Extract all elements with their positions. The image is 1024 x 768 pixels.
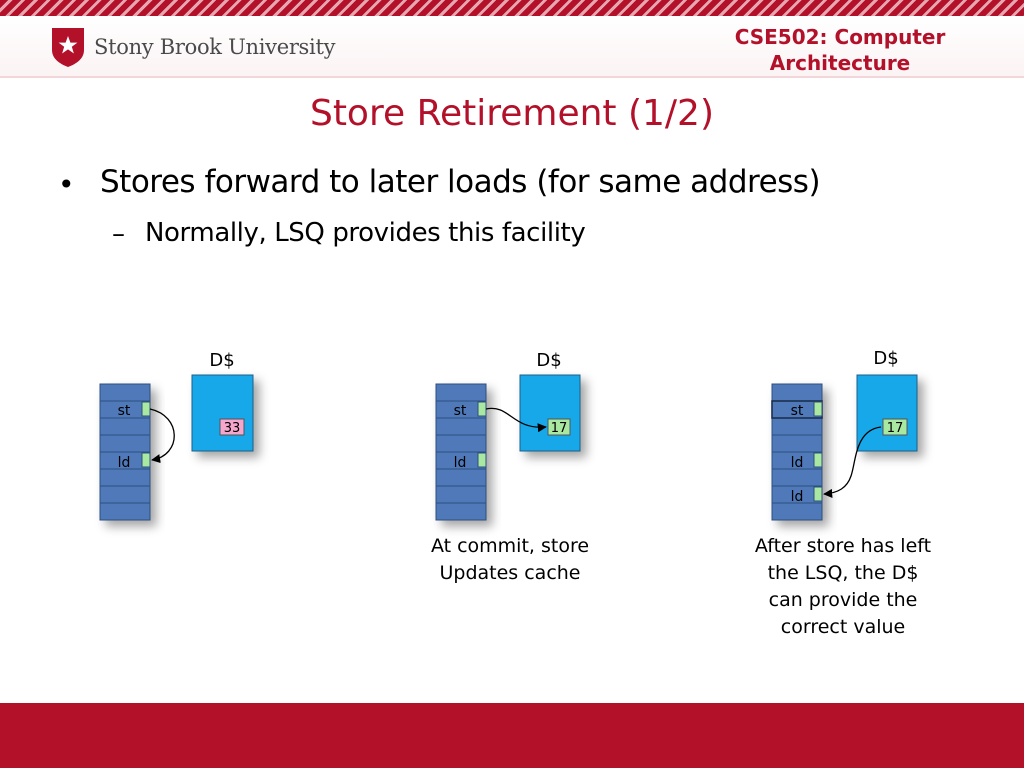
shield-star-icon — [52, 28, 84, 67]
caption-line: After store has left — [754, 535, 932, 557]
cache-label: D$ — [873, 348, 898, 369]
cache-value: 17 — [887, 421, 904, 436]
caption-line: the LSQ, the D$ — [767, 562, 919, 584]
load-label: ld — [791, 455, 804, 471]
sub-bullet-marker: – — [112, 219, 125, 249]
store-label: st — [118, 403, 131, 419]
cache-label: D$ — [536, 350, 561, 371]
caption-line: At commit, store — [430, 535, 590, 557]
cache-value: 17 — [551, 421, 568, 436]
store-value-slot — [141, 401, 151, 417]
caption-line: can provide the — [768, 589, 918, 611]
course-title: CSE502: Computer Architecture — [720, 24, 960, 76]
load-value-slot — [141, 452, 151, 468]
university-logo: Stony Brook University — [50, 26, 335, 68]
diagram-2: st ld D$ 17 — [435, 350, 581, 521]
header-stripe — [0, 0, 1024, 16]
cache-value-box — [547, 418, 571, 436]
store-value-slot — [813, 401, 823, 417]
caption-line: correct value — [780, 616, 906, 638]
caption-commit: At commit, store Updates cache — [400, 533, 620, 587]
diagram-3: st ld ld D$ 17 — [771, 348, 918, 521]
sub-bullet-text: Normally, LSQ provides this facility — [145, 218, 586, 248]
caption-after-store: After store has left the LSQ, the D$ can… — [728, 533, 958, 641]
load-value-slot — [813, 452, 823, 468]
load-label: ld — [118, 455, 131, 471]
diagram-1: st ld D$ 33 — [99, 350, 254, 521]
cache-label: D$ — [209, 350, 234, 371]
footer-band — [0, 703, 1024, 768]
course-title-line: CSE502: Computer — [734, 25, 946, 49]
load-value-slot — [813, 486, 823, 502]
store-value-slot — [477, 401, 487, 417]
bullet-marker: • — [58, 168, 75, 201]
bullet-text: Stores forward to later loads (for same … — [100, 164, 821, 200]
load-value-slot — [477, 452, 487, 468]
caption-line: Updates cache — [439, 562, 581, 584]
cache-block — [191, 374, 254, 452]
cache-provide-arrow — [823, 426, 882, 498]
header-band — [0, 16, 1024, 76]
commit-arrow — [485, 407, 547, 433]
cache-value-box — [219, 418, 245, 436]
store-label: st — [791, 403, 804, 419]
slide-title: Store Retirement (1/2) — [309, 93, 715, 134]
header-divider — [0, 76, 1024, 78]
cache-block — [519, 374, 581, 452]
cache-value: 33 — [224, 421, 241, 436]
forward-arrow — [149, 408, 175, 464]
course-title-line: Architecture — [769, 51, 911, 75]
store-label: st — [454, 403, 467, 419]
load-label: ld — [454, 455, 467, 471]
university-name: Stony Brook University — [94, 35, 336, 59]
load-label: ld — [791, 489, 804, 505]
cache-block — [856, 374, 918, 452]
cache-value-box — [882, 418, 908, 436]
